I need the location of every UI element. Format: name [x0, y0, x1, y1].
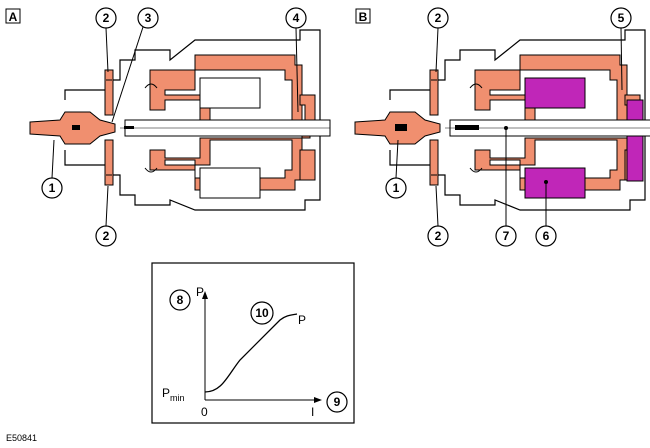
pressure-current-graph: 8 P 10 P Pmin 0 I 9 [151, 262, 355, 424]
callout-b-2-top: 2 [427, 7, 449, 73]
callout-b-7: 7 [495, 126, 517, 247]
svg-text:8: 8 [177, 293, 184, 307]
callout-graph-10: 10 [250, 301, 274, 325]
callout-a-3: 3 [111, 7, 159, 123]
callout-a-2-top: 2 [95, 7, 117, 73]
svg-text:2: 2 [103, 11, 110, 25]
pmin-label: Pmin [162, 386, 185, 403]
callout-a-4: 4 [285, 7, 307, 113]
svg-text:1: 1 [393, 181, 400, 195]
y-axis-label: P [196, 285, 204, 299]
x-axis-arrow [314, 397, 322, 403]
callout-b-2-bottom: 2 [427, 185, 449, 247]
reference-code: E50841 [6, 433, 37, 443]
svg-text:1: 1 [49, 181, 56, 195]
svg-text:2: 2 [103, 229, 110, 243]
svg-text:2: 2 [435, 229, 442, 243]
svg-text:9: 9 [334, 395, 341, 409]
y-axis-arrow [202, 291, 208, 299]
panel-a: A 2 3 4 1 2 [5, 7, 331, 247]
curve-end-label: P [298, 313, 306, 327]
svg-text:5: 5 [618, 11, 625, 25]
svg-text:10: 10 [255, 306, 269, 320]
panel-b: B 2 5 1 2 [354, 7, 650, 247]
svg-text:7: 7 [503, 229, 510, 243]
panel-b-label: B [359, 10, 368, 24]
svg-text:2: 2 [435, 11, 442, 25]
svg-text:3: 3 [145, 11, 152, 25]
callout-b-5: 5 [610, 7, 632, 91]
callout-b-1: 1 [385, 139, 407, 199]
origin-label: 0 [201, 405, 208, 419]
callout-b-6: 6 [535, 180, 557, 247]
svg-text:4: 4 [293, 11, 300, 25]
svg-text:6: 6 [543, 229, 550, 243]
callout-a-2-bottom: 2 [95, 185, 117, 247]
x-axis-label: I [311, 405, 314, 419]
panel-a-label: A [9, 10, 18, 24]
callout-graph-9: 9 [326, 391, 348, 413]
callout-a-1: 1 [41, 139, 63, 199]
callout-graph-8: 8 [169, 289, 191, 311]
pressure-curve [204, 313, 298, 393]
